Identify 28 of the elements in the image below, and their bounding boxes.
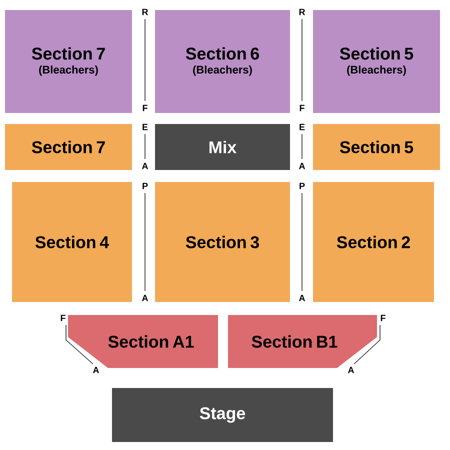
section-block: Mix [155,124,290,170]
row-letter: A [298,162,306,170]
row-letter: A [92,366,100,374]
row-letter: E [300,124,305,130]
row-letter: R [142,8,148,16]
section-block: Section 7 (Bleachers) [5,10,132,113]
section-block: Section B1 [228,315,377,368]
section-block: Section 5 (Bleachers) [313,10,440,113]
section-block: Section 6 (Bleachers) [155,10,290,113]
row-letter: A [142,294,148,302]
row-letter: P [142,182,148,190]
section-block: Section 2 [313,182,434,302]
section-block: Section 5 [313,124,440,170]
row-letter: F [142,104,148,112]
row-letter: R [299,8,306,16]
row-letter: P [300,182,305,190]
row-letter: A [142,162,148,170]
row-letter: A [298,294,306,302]
row-letter: F [60,314,66,322]
row-letter: A [348,366,354,374]
row-letter: F [380,314,386,322]
row-letter: F [300,104,304,112]
section-block: Section 4 [12,182,132,302]
section-block: Section 3 [155,182,290,302]
row-letter: E [142,124,148,130]
section-block: Stage [112,388,333,442]
section-block: Section A1 [68,315,218,368]
section-block: Section 7 [5,124,132,170]
